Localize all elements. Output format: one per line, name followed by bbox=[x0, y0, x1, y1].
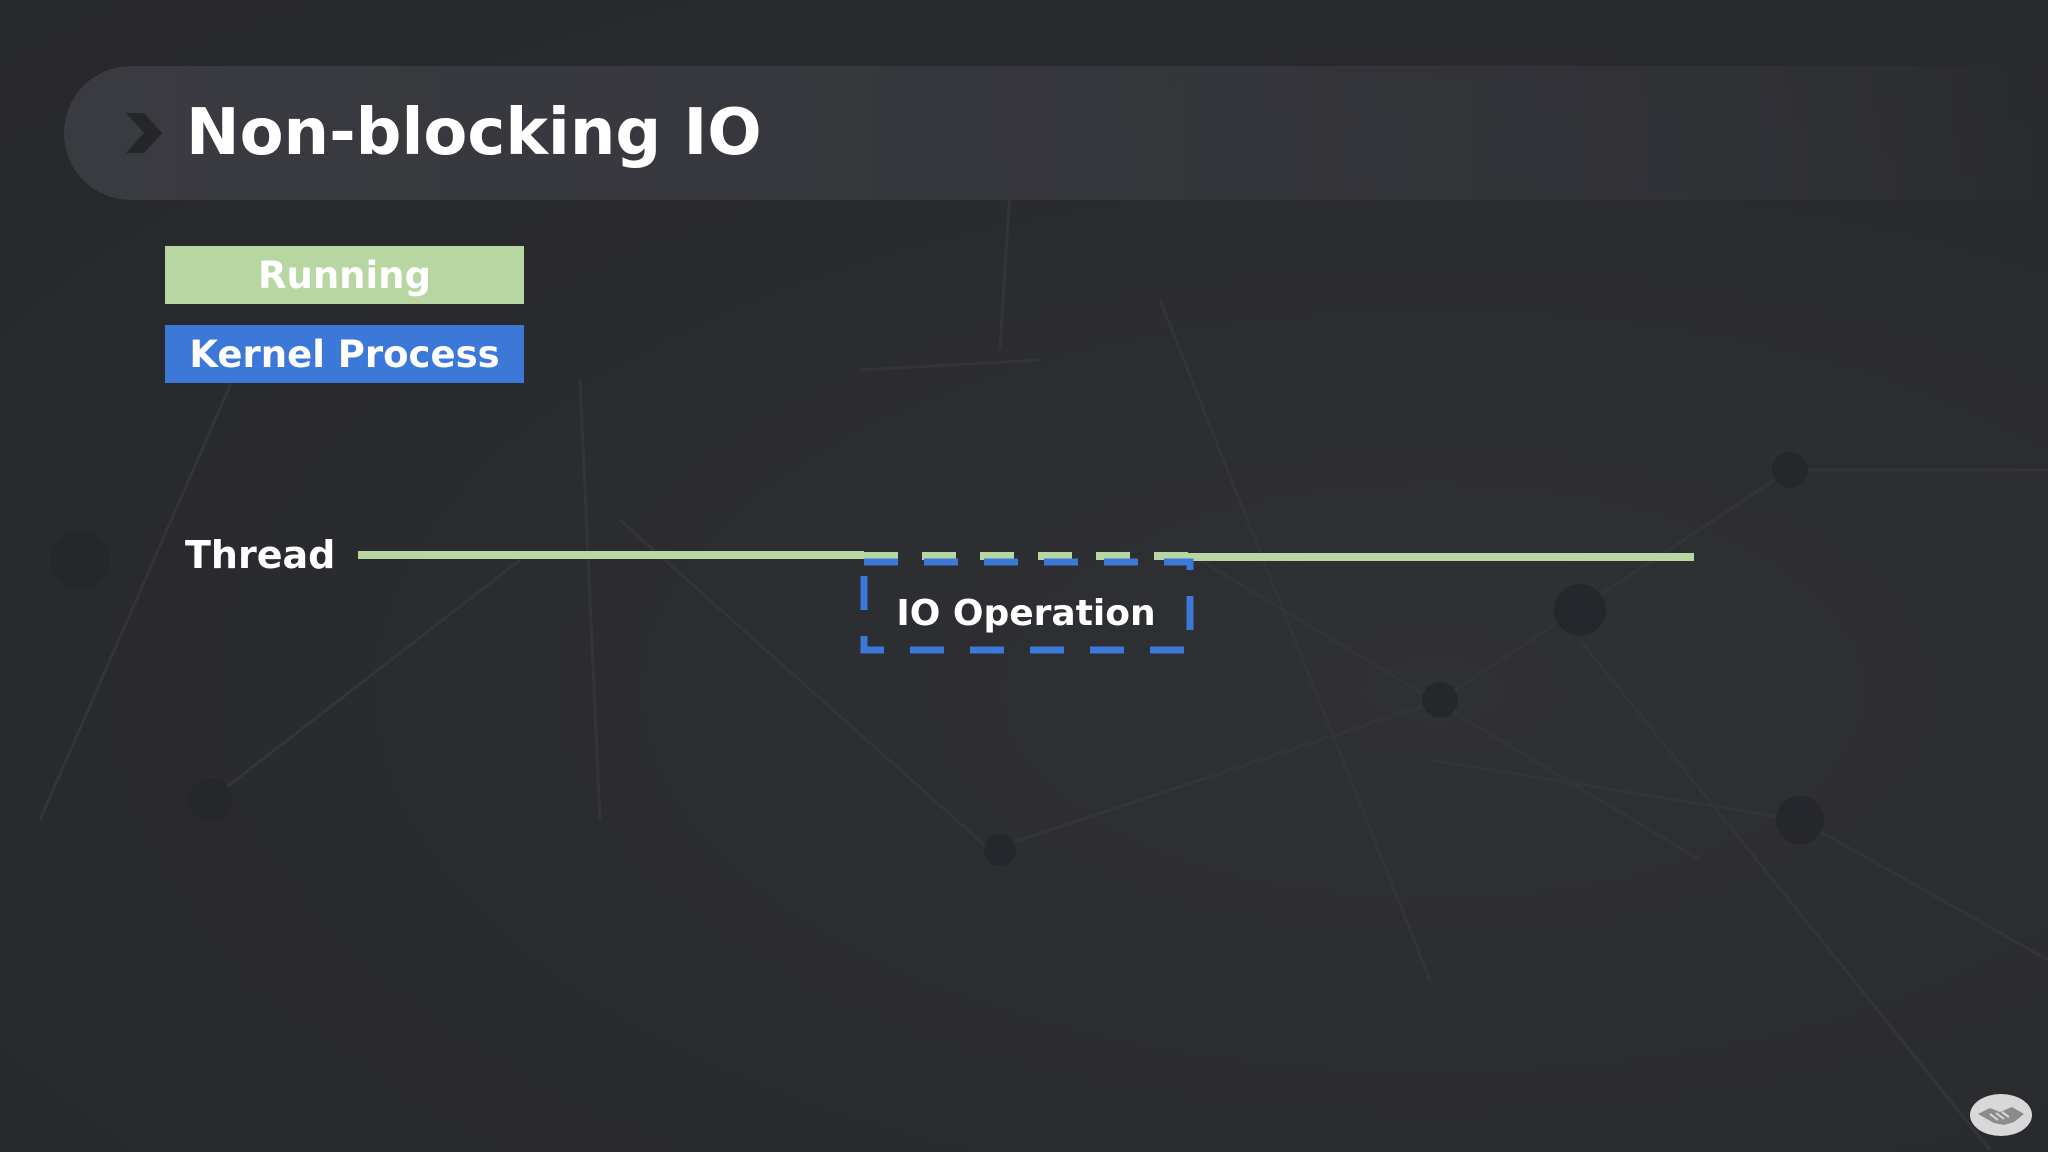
title-bar bbox=[64, 66, 2048, 200]
thread-label: Thread bbox=[185, 533, 336, 577]
slide-title: Non-blocking IO bbox=[186, 96, 762, 170]
handshake-icon bbox=[1970, 1094, 2032, 1136]
legend-running: Running bbox=[165, 246, 524, 304]
io-operation-box bbox=[860, 558, 1194, 654]
io-operation-label: IO Operation bbox=[896, 593, 1156, 634]
chevron-right-icon bbox=[126, 113, 162, 153]
legend-kernel-process: Kernel Process bbox=[165, 325, 524, 383]
